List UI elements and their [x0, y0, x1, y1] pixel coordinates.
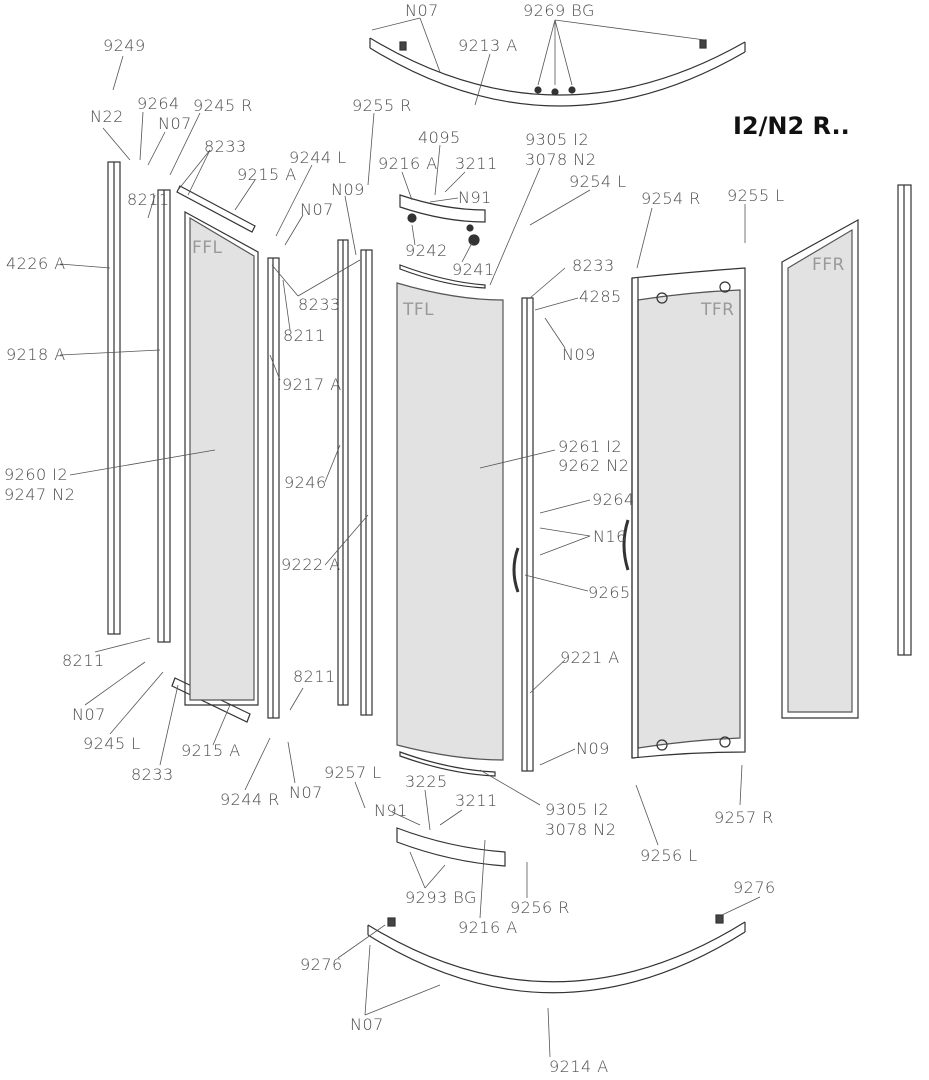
part-label: 8233	[572, 256, 615, 275]
glass-tfl	[396, 282, 504, 761]
part-label: N07	[405, 1, 439, 20]
part-label: 9269 BG	[523, 1, 595, 20]
part-label: N91	[374, 801, 408, 820]
part-label: 9244 R	[220, 790, 280, 809]
part-label: 9254 L	[569, 172, 627, 191]
part-label: 9276	[733, 878, 776, 897]
part-label: 9255 R	[352, 96, 412, 115]
part-label: 9262 N2	[558, 456, 630, 475]
part-label: 9214 A	[549, 1057, 609, 1076]
part-label: 9218 A	[6, 345, 66, 364]
part-label: N07	[350, 1015, 384, 1034]
part-label: 9215 A	[181, 741, 241, 760]
profile-9222a	[360, 249, 373, 716]
gasket-9305-bottom	[399, 751, 496, 777]
part-label: 4095	[418, 128, 461, 147]
part-label: N07	[289, 783, 323, 802]
glass-label-ffl: FFL	[192, 238, 223, 258]
top-rail-9213a	[369, 37, 746, 107]
part-label: 8211	[283, 326, 326, 345]
guide-9216a-bottom	[396, 827, 506, 867]
part-label: 9216 A	[378, 154, 438, 173]
glass-ffl	[184, 210, 259, 706]
part-label: N22	[90, 107, 124, 126]
rail-9215a-bottom	[171, 677, 251, 723]
part-label: N16	[593, 527, 627, 546]
part-label: 9254 R	[641, 189, 701, 208]
part-label: 9261 I2	[558, 437, 623, 456]
part-label: 9264	[592, 490, 635, 509]
part-label: N09	[562, 345, 596, 364]
profile-9221a	[512, 297, 534, 772]
part-label: 4285	[579, 287, 622, 306]
glass-label-ffr: FFR	[812, 255, 845, 275]
part-label: 3078 N2	[525, 150, 597, 169]
part-label: 9256 R	[510, 898, 570, 917]
part-label: 9256 L	[640, 846, 698, 865]
part-label: 9249	[103, 36, 146, 55]
part-label: 8233	[204, 137, 247, 156]
part-label: 9245 R	[193, 96, 253, 115]
part-label: 9242	[405, 241, 448, 260]
wall-profile-4226a	[107, 161, 121, 635]
glass-tfr	[622, 267, 746, 759]
part-label: N09	[331, 180, 365, 199]
part-label: 9260 I2	[4, 465, 69, 484]
leader-lines	[59, 17, 761, 1058]
glass-label-tfl: TFL	[403, 300, 435, 320]
part-label: 9305 I2	[525, 130, 590, 149]
glass-label-tfr: TFR	[701, 300, 735, 320]
part-label: 8211	[62, 651, 105, 670]
part-label: 9293 BG	[405, 888, 477, 907]
drawing-title: I2/N2 R..	[733, 112, 850, 140]
profile-9217a	[267, 257, 280, 719]
profile-9218a	[157, 189, 171, 643]
part-label: 9257 R	[714, 808, 774, 827]
part-label: 8211	[127, 190, 170, 209]
part-label: 9255 L	[727, 186, 785, 205]
part-label: 9257 L	[324, 763, 382, 782]
part-label: N07	[72, 705, 106, 724]
part-label: 9213 A	[458, 36, 518, 55]
part-label: N07	[158, 114, 192, 133]
part-label: 9217 A	[282, 375, 342, 394]
part-label: N09	[576, 739, 610, 758]
part-label: 9241	[452, 260, 495, 279]
part-label: 9215 A	[237, 165, 297, 184]
part-label: 9216 A	[458, 918, 518, 937]
part-label: 8233	[298, 295, 341, 314]
profile-9246	[337, 239, 349, 706]
part-label: 8211	[293, 667, 336, 686]
wall-profile-right	[897, 184, 912, 656]
part-label: N07	[300, 200, 334, 219]
part-label: 9222 A	[281, 555, 341, 574]
gasket-9305-top	[399, 264, 486, 289]
part-label: 9244 L	[289, 148, 347, 167]
part-label: 4226 A	[6, 254, 66, 273]
part-label: 8233	[131, 765, 174, 784]
part-label: 9221 A	[560, 648, 620, 667]
part-label: 9265	[588, 583, 631, 602]
part-label: 9247 N2	[4, 485, 76, 504]
part-label: N91	[458, 188, 492, 207]
part-label: 3225	[405, 772, 448, 791]
part-label: 9245 L	[83, 734, 141, 753]
part-label: 9305 I2	[545, 800, 610, 819]
part-label: 9246	[284, 473, 327, 492]
guide-9216a-top	[399, 194, 486, 223]
part-label: 3078 N2	[545, 820, 617, 839]
bottom-rail-9214a	[367, 914, 746, 994]
part-label: 3211	[455, 791, 498, 810]
glass-ffr	[781, 218, 859, 719]
part-label: 9264	[137, 94, 180, 113]
part-label: 9276	[300, 955, 343, 974]
part-label: 3211	[455, 154, 498, 173]
